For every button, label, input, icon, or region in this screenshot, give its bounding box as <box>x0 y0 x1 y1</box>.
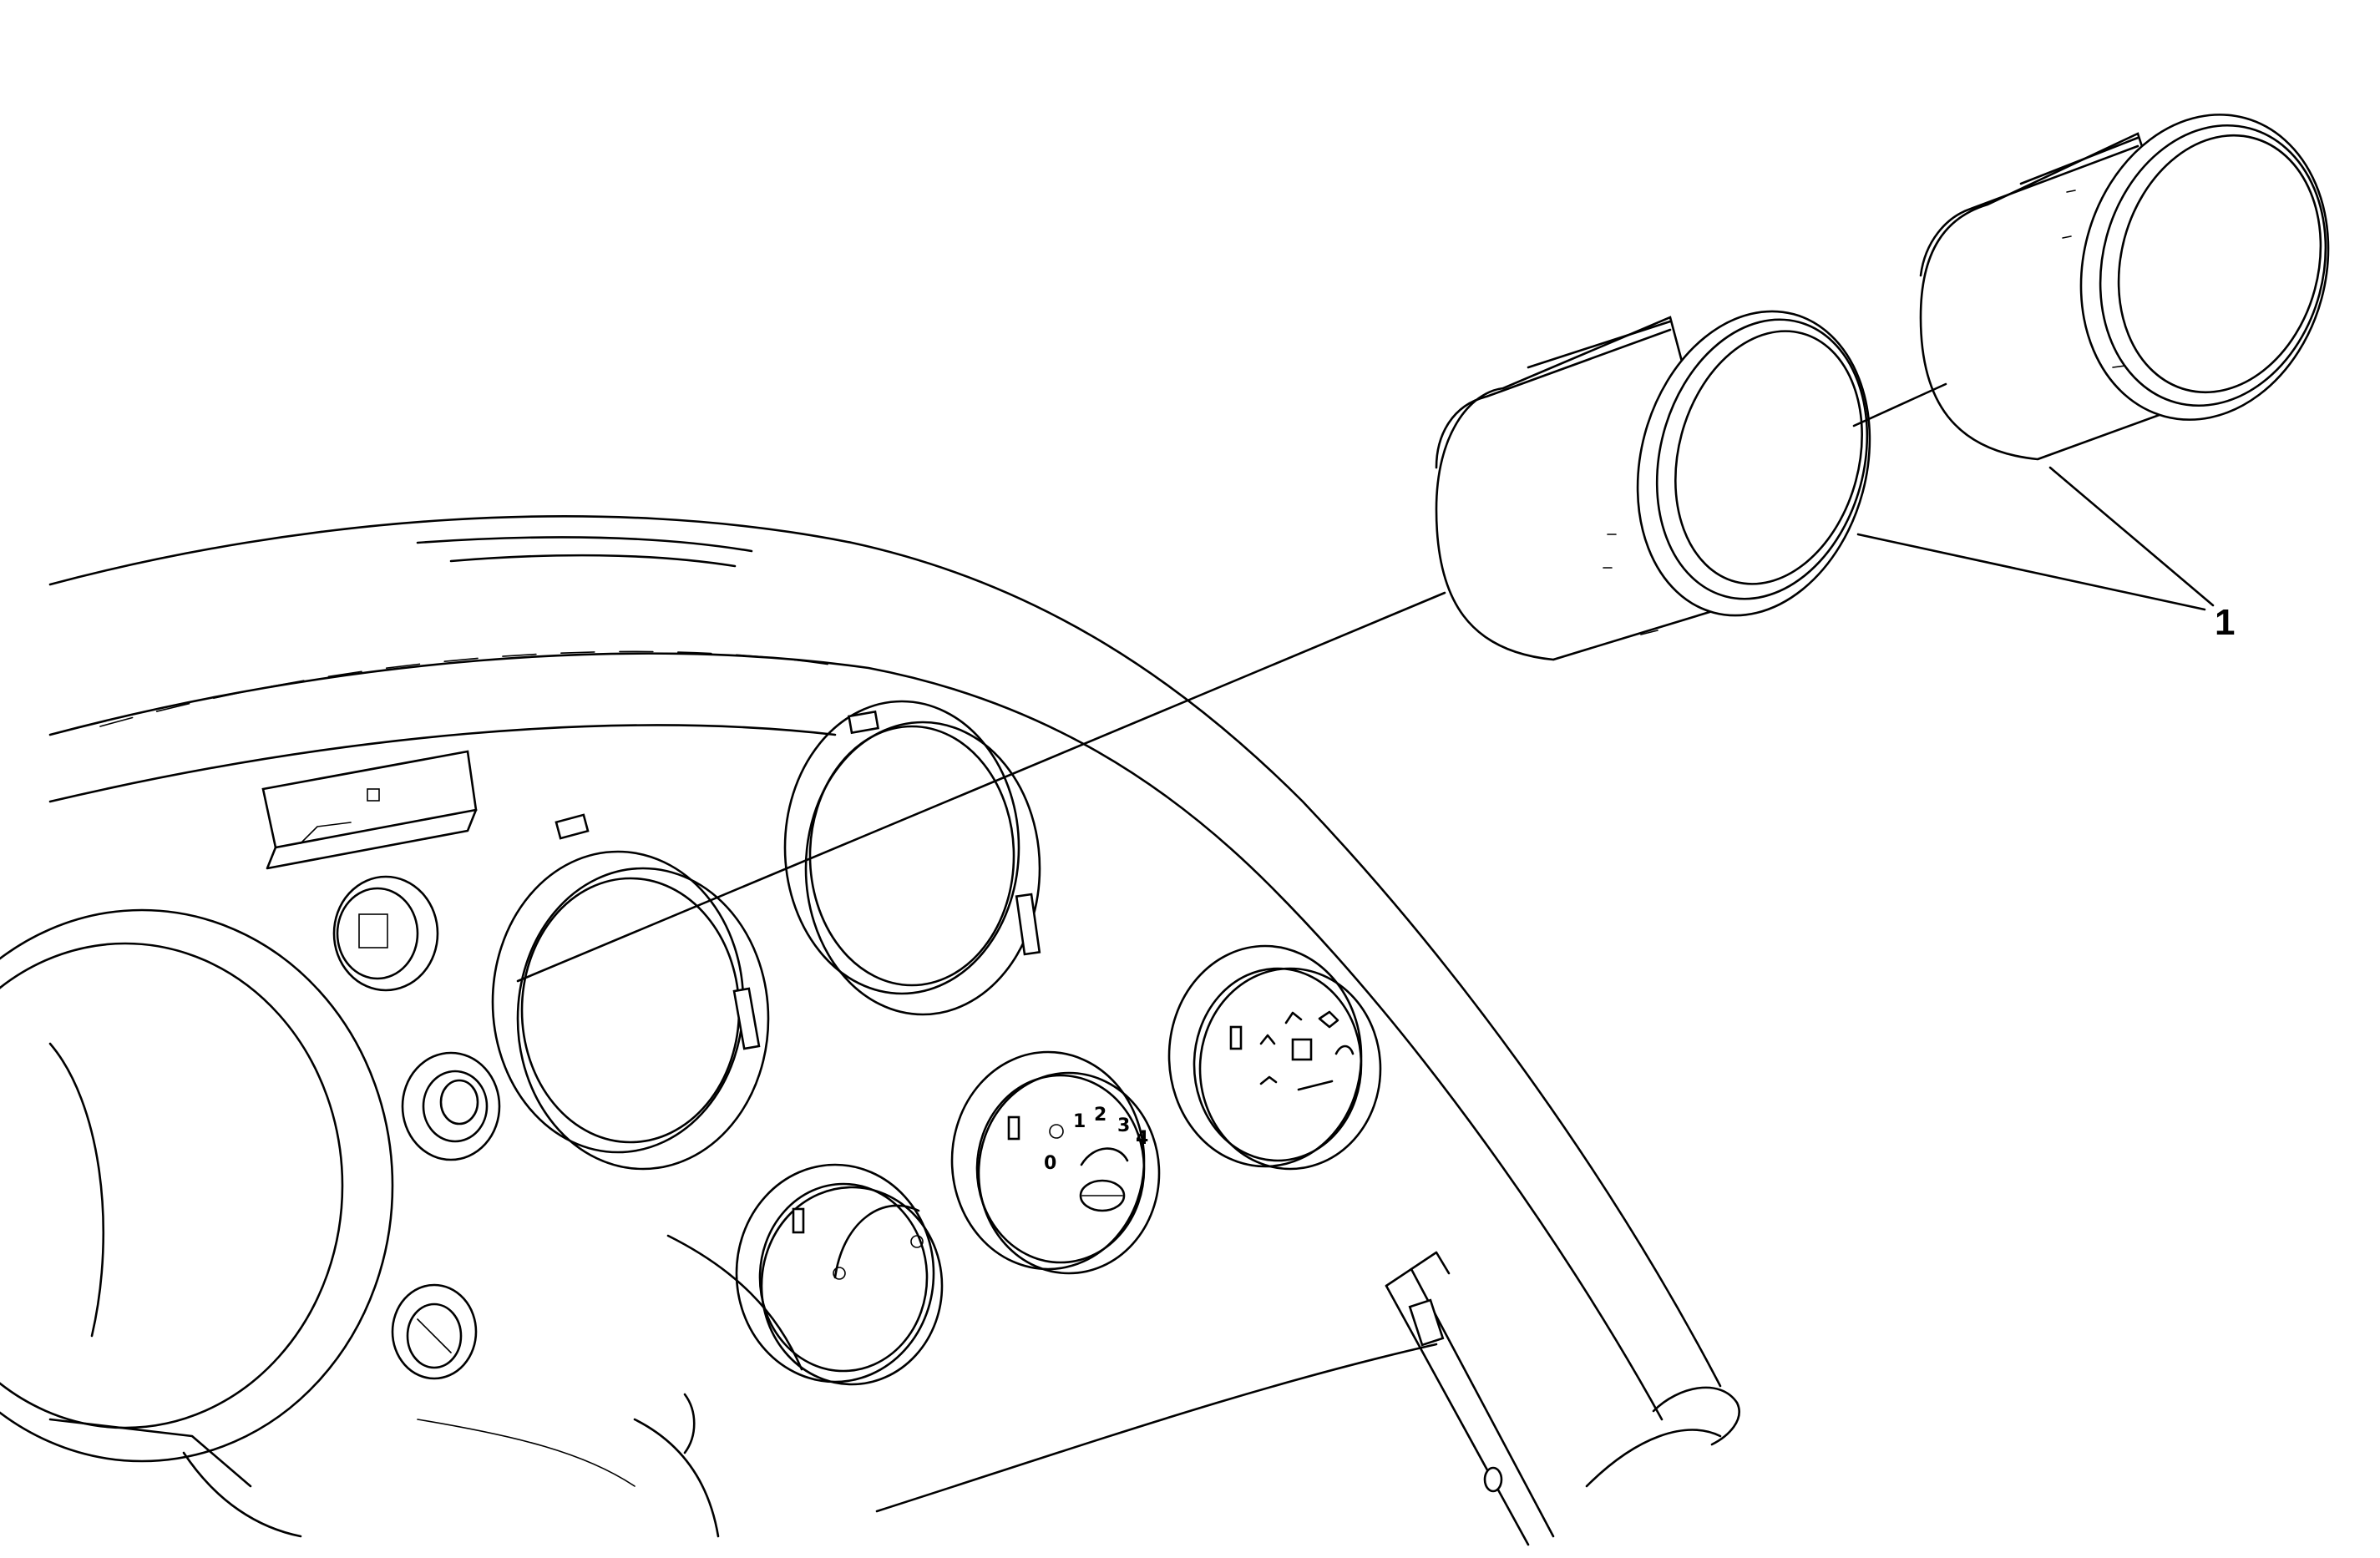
fan-label-3: 3 <box>1117 1115 1130 1136</box>
fan-label-2: 2 <box>1094 1105 1106 1126</box>
panel-mode-icon <box>1291 1038 1313 1061</box>
gauge-opening-right <box>783 700 1041 1016</box>
mode-knob <box>1167 944 1382 1171</box>
lower-panel <box>417 1234 1555 1546</box>
gauge-opening-left <box>491 813 770 1171</box>
callout-leaders <box>1856 466 2215 611</box>
fan-off-marker <box>1049 1124 1064 1139</box>
speedometer-bezel <box>0 908 394 1538</box>
fan-label-4: 4 <box>1136 1128 1148 1149</box>
fan-icon <box>1080 1147 1129 1166</box>
floor-mode-icon <box>1318 1010 1339 1029</box>
fan-label-1: 1 <box>1073 1111 1086 1132</box>
push-switch-bezel <box>401 1051 501 1161</box>
fan-speed-knob: 1 2 3 4 0 <box>950 1050 1161 1275</box>
dashboard-shell <box>48 515 1740 1488</box>
round-switch-bezel <box>391 1283 478 1380</box>
switch-column <box>332 875 501 1380</box>
ignition-switch-bezel <box>332 875 439 992</box>
vent-bracket <box>261 750 478 870</box>
temperature-knob <box>735 1163 944 1386</box>
vent-mode-icon <box>1259 1011 1303 1085</box>
defrost-icon <box>1334 1045 1355 1055</box>
fan-label-0: 0 <box>1044 1153 1056 1174</box>
gauge-housing-front <box>1435 310 1871 661</box>
fan-speed-labels: 1 2 3 4 0 <box>1044 1105 1148 1174</box>
explosion-lines <box>516 382 1947 983</box>
callout-number-1: 1 <box>2215 602 2235 643</box>
gauge-housing-rear <box>1919 114 2330 461</box>
